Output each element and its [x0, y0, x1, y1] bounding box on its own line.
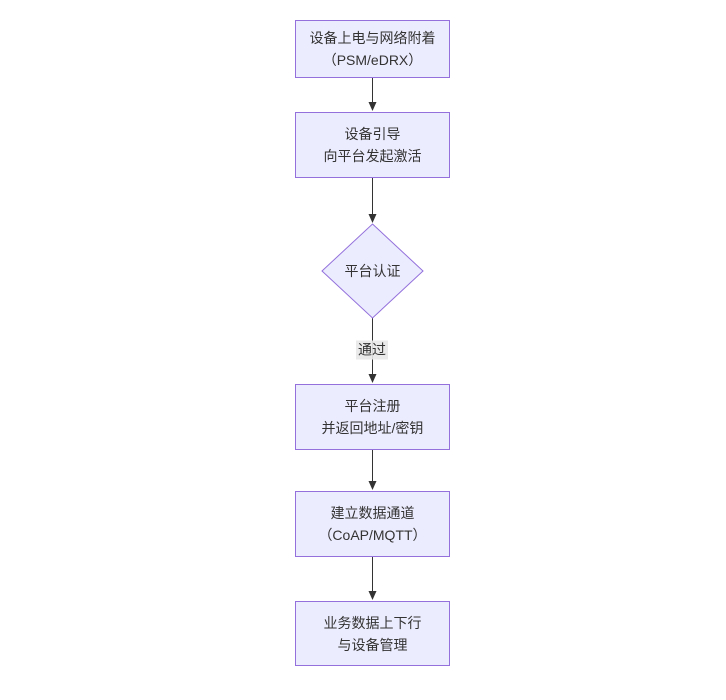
node-register-line1: 平台注册 — [344, 398, 401, 414]
node-data-channel-line2: （CoAP/MQTT） — [318, 527, 427, 543]
node-auth-decision-label: 平台认证 — [344, 263, 401, 279]
node-power-attach: 设备上电与网络附着 （PSM/eDRX） — [295, 20, 450, 78]
node-power-attach-line2: （PSM/eDRX） — [322, 52, 423, 68]
node-data-channel-line1: 建立数据通道 — [330, 505, 415, 521]
node-business: 业务数据上下行 与设备管理 — [295, 601, 450, 666]
node-bootstrap: 设备引导 向平台发起激活 — [295, 112, 450, 178]
edge-label-pass: 通过 — [356, 340, 388, 360]
node-register-line2: 并返回地址/密钥 — [321, 420, 424, 436]
node-bootstrap-line1: 设备引导 — [344, 126, 401, 142]
node-business-line1: 业务数据上下行 — [323, 614, 422, 631]
node-auth-decision-diamond — [321, 223, 424, 319]
node-data-channel: 建立数据通道 （CoAP/MQTT） — [295, 491, 450, 557]
node-bootstrap-line2: 向平台发起激活 — [323, 148, 422, 164]
node-register: 平台注册 并返回地址/密钥 — [295, 384, 450, 450]
node-business-line2: 与设备管理 — [337, 636, 408, 653]
node-power-attach-line1: 设备上电与网络附着 — [309, 30, 436, 46]
